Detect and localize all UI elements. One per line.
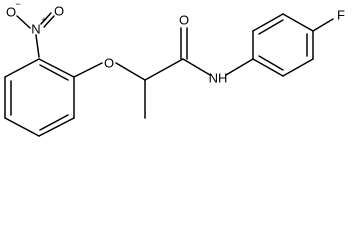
ring1-bond-6 [4,58,40,78]
nitro-oxygen-left-label: O [6,5,16,20]
bond-ring-ether-o [73,62,103,78]
bond-n-o-right-a [40,12,52,25]
ring2-inner-1 [258,19,284,35]
bond-n-o-right-b [43,15,55,28]
bond-n-o-left [16,15,31,29]
ether-oxygen-label: O [104,56,114,71]
bond-lines [4,12,334,137]
ring1-bond-1 [38,58,75,78]
fluorine-label: F [337,8,345,23]
ring1-bond-3 [38,117,75,137]
bond-ether-o-ch [115,62,146,81]
carbonyl-oxygen-label: O [179,13,189,28]
ring2-bond-3 [282,13,314,32]
ring1-inner-2 [39,114,69,131]
ring2-inner-3 [258,55,284,71]
amide-nh-label: NH [209,71,228,86]
structure-diagram: O − N + O O O NH F [4,0,345,137]
bond-ring2-f [312,18,334,32]
atom-labels: O − N + O O O NH F [6,0,345,86]
nitro-oxygen-left-charge: − [15,0,20,9]
nitro-nitrogen-charge: + [41,15,46,25]
bond-ch-carbonyl [144,58,184,81]
ring1-bond-4 [4,117,40,137]
nitro-nitrogen-label: N [31,22,40,37]
nitro-oxygen-right-label: O [54,4,64,19]
bond-n-ring [35,34,40,58]
ring2-bond-5 [282,58,314,77]
ring1-inner-1 [39,64,69,81]
ring2-bond-2 [252,13,284,32]
bond-carbonyl-n [182,58,211,76]
ring2-bond-6 [252,58,284,77]
bond-n-ring2 [225,58,254,76]
